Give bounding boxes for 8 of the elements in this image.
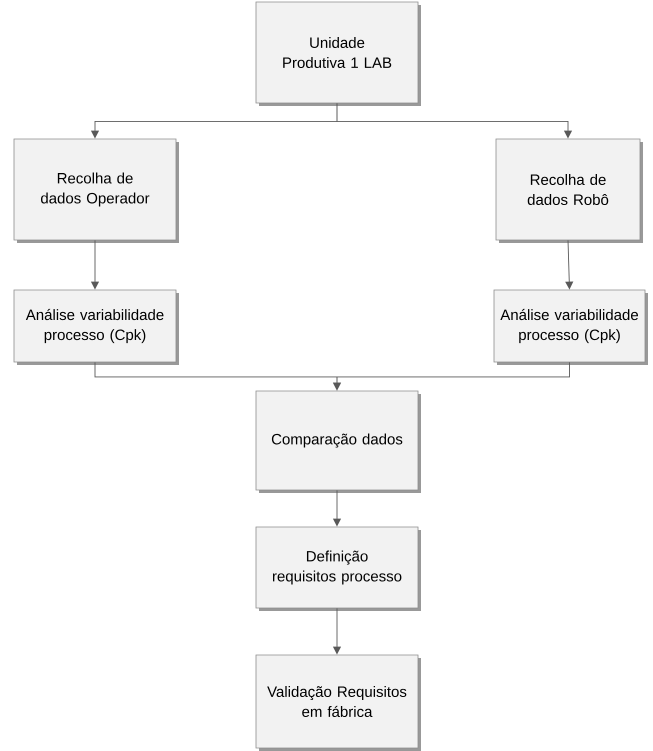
process-box: Definição requisitos processo: [256, 526, 421, 611]
process-box: Comparação dados: [256, 390, 421, 493]
process-box: Recolha de dados Operador: [14, 138, 179, 243]
process-box: Recolha de dados Robô: [496, 138, 643, 243]
process-box: Validação Requisitos em fábrica: [256, 654, 421, 751]
process-box: Análise variabilidade processo (Cpk): [14, 290, 179, 365]
process-box: Análise variabilidade processo (Cpk): [494, 290, 648, 365]
process-box: Unidade Produtiva 1 LAB: [256, 2, 421, 106]
